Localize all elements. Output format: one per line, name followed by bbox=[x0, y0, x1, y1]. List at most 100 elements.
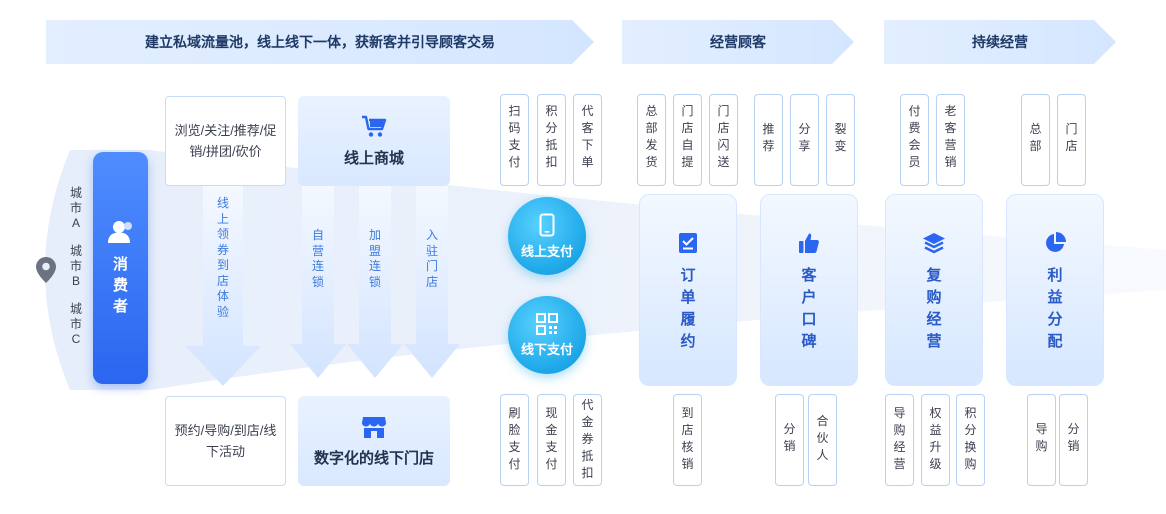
arrow-franchise-shape bbox=[347, 186, 403, 378]
pay-method-scan: 扫码支付 bbox=[500, 94, 529, 186]
order-store-pickup-text: 门店自提 bbox=[681, 104, 694, 169]
pay-method-proxy-order-text: 代客下单 bbox=[581, 104, 594, 169]
arrow-coupon-label: 线上领券 到店体验 bbox=[216, 196, 229, 319]
pay-method-points-text: 积分抵扣 bbox=[545, 104, 558, 169]
offline-behaviors-box: 预约/导购/到店/线下活动 bbox=[165, 396, 286, 486]
order-fulfillment-label: 订单履约 bbox=[680, 267, 696, 350]
store-icon bbox=[362, 416, 386, 438]
online-pay-circle[interactable]: 线上支付 bbox=[508, 197, 586, 275]
profit-distribution-label: 利益分配 bbox=[1047, 267, 1063, 350]
profit-store-text: 门店 bbox=[1065, 122, 1078, 153]
consumer-bar: 消费者 bbox=[93, 152, 148, 384]
pay-method-voucher: 代金券抵扣 bbox=[573, 394, 602, 486]
arrow-self-run-shape bbox=[290, 186, 346, 378]
repurchase-points-text: 积分换购 bbox=[964, 406, 977, 471]
consumer-label: 消费者 bbox=[112, 256, 128, 315]
pay-method-cash: 现金支付 bbox=[537, 394, 566, 486]
banner-continuous-operation-label: 持续经营 bbox=[972, 34, 1028, 50]
order-verify-text: 到店核销 bbox=[681, 406, 694, 471]
cart-icon bbox=[362, 115, 387, 137]
city-a: 城市A bbox=[69, 186, 82, 230]
banner-continuous-operation: 持续经营 bbox=[884, 20, 1116, 64]
order-fulfillment-card[interactable]: 订单履约 bbox=[639, 194, 737, 386]
online-pay-label: 线上支付 bbox=[520, 243, 573, 259]
order-hq-ship: 总部发货 bbox=[637, 94, 666, 186]
profit-store: 门店 bbox=[1057, 94, 1086, 186]
repurchase-guide: 导购经营 bbox=[885, 394, 914, 486]
repurchase-rights-text: 权益升级 bbox=[929, 406, 942, 471]
online-mall-label: 线上商城 bbox=[343, 149, 404, 167]
repurchase-old-customer: 老客营销 bbox=[936, 94, 965, 186]
rep-fission: 裂变 bbox=[826, 94, 855, 186]
pay-method-cash-text: 现金支付 bbox=[545, 406, 558, 471]
pie-chart-icon bbox=[1046, 232, 1066, 252]
pay-method-face: 刷脸支付 bbox=[500, 394, 529, 486]
rep-partner-text: 合伙人 bbox=[816, 414, 829, 462]
offline-behaviors-text: 预约/导购/到店/线下活动 bbox=[174, 423, 277, 459]
rep-recommend: 推荐 bbox=[754, 94, 783, 186]
offline-store-box[interactable]: 数字化的线下门店 bbox=[298, 396, 450, 486]
checklist-icon bbox=[679, 233, 697, 253]
profit-distribution-card[interactable]: 利益分配 bbox=[1006, 194, 1104, 386]
customer-reputation-card[interactable]: 客户口碑 bbox=[760, 194, 858, 386]
qrcode-icon bbox=[536, 312, 558, 335]
arrow-coupon: 线上领券 到店体验 bbox=[208, 196, 238, 320]
phone-icon bbox=[539, 213, 555, 236]
rep-distribution: 分销 bbox=[775, 394, 804, 486]
rep-recommend-text: 推荐 bbox=[762, 122, 775, 153]
banner-private-traffic-label: 建立私域流量池，线上线下一体，获新客并引导顾客交易 bbox=[145, 34, 495, 50]
layers-icon bbox=[923, 233, 945, 254]
order-hq-ship-text: 总部发货 bbox=[645, 104, 658, 169]
repurchase-guide-text: 导购经营 bbox=[893, 406, 906, 471]
offline-pay-circle[interactable]: 线下支付 bbox=[508, 296, 586, 374]
order-flash-delivery-text: 门店闪送 bbox=[717, 104, 730, 169]
order-flash-delivery: 门店闪送 bbox=[709, 94, 738, 186]
arrow-coupon-shape bbox=[185, 186, 261, 386]
rep-partner: 合伙人 bbox=[808, 394, 837, 486]
repurchase-points: 积分换购 bbox=[956, 394, 985, 486]
arrow-settled: 入驻门店 bbox=[417, 228, 447, 290]
rep-fission-text: 裂变 bbox=[834, 122, 847, 153]
profit-hq-text: 总部 bbox=[1029, 122, 1042, 153]
repurchase-paid-member-text: 付费会员 bbox=[908, 104, 921, 169]
online-mall-box[interactable]: 线上商城 bbox=[298, 96, 450, 186]
banner-private-traffic: 建立私域流量池，线上线下一体，获新客并引导顾客交易 bbox=[46, 20, 594, 64]
profit-distribution: 分销 bbox=[1059, 394, 1088, 486]
offline-store-label: 数字化的线下门店 bbox=[313, 449, 434, 467]
pay-method-proxy-order: 代客下单 bbox=[573, 94, 602, 186]
arrow-franchise: 加盟连锁 bbox=[360, 228, 390, 290]
banner-operate-customers: 经营顾客 bbox=[622, 20, 854, 64]
city-c: 城市C bbox=[69, 302, 82, 346]
arrow-franchise-label: 加盟连锁 bbox=[368, 228, 381, 289]
online-behaviors-text: 浏览/关注/推荐/促销/拼团/砍价 bbox=[174, 123, 277, 159]
repurchase-rights: 权益升级 bbox=[921, 394, 950, 486]
profit-hq: 总部 bbox=[1021, 94, 1050, 186]
location-pin-icon bbox=[36, 257, 56, 283]
arrow-settled-label: 入驻门店 bbox=[425, 228, 438, 289]
profit-distribution-text: 分销 bbox=[1067, 422, 1080, 453]
pay-method-voucher-text: 代金券抵扣 bbox=[581, 398, 594, 480]
banner-operate-customers-label: 经营顾客 bbox=[710, 34, 766, 50]
repurchase-label: 复购经营 bbox=[926, 267, 942, 350]
repurchase-paid-member: 付费会员 bbox=[900, 94, 929, 186]
order-store-pickup: 门店自提 bbox=[673, 94, 702, 186]
rep-distribution-text: 分销 bbox=[783, 422, 796, 453]
arrow-self-run-label: 自营连锁 bbox=[311, 228, 324, 289]
pay-method-scan-text: 扫码支付 bbox=[508, 104, 521, 169]
profit-guide: 导购 bbox=[1027, 394, 1056, 486]
thumbs-up-icon bbox=[799, 233, 819, 253]
rep-share: 分享 bbox=[790, 94, 819, 186]
city-b: 城市B bbox=[69, 244, 82, 288]
rep-share-text: 分享 bbox=[798, 122, 811, 153]
arrow-settled-shape bbox=[404, 186, 460, 378]
customer-reputation-label: 客户口碑 bbox=[801, 267, 817, 350]
pay-method-face-text: 刷脸支付 bbox=[508, 406, 521, 471]
pay-method-points: 积分抵扣 bbox=[537, 94, 566, 186]
repurchase-old-customer-text: 老客营销 bbox=[944, 104, 957, 169]
online-behaviors-box: 浏览/关注/推荐/促销/拼团/砍价 bbox=[165, 96, 286, 186]
profit-guide-text: 导购 bbox=[1035, 422, 1048, 453]
user-icon bbox=[107, 221, 132, 243]
arrow-self-run: 自营连锁 bbox=[303, 228, 333, 290]
offline-pay-label: 线下支付 bbox=[520, 341, 573, 357]
repurchase-card[interactable]: 复购经营 bbox=[885, 194, 983, 386]
